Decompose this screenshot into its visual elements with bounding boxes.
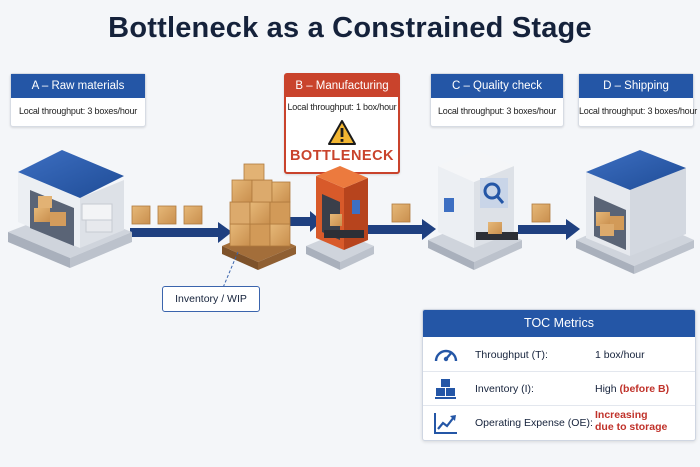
warning-icon [328,120,356,145]
bottleneck-badge: BOTTLENECK [289,148,395,164]
stage-throughput: Local throughput: 3 boxes/hour [437,106,557,116]
stage-title: A – Raw materials [11,74,145,98]
quality-check-station-icon [428,150,522,270]
stage-throughput: Local throughput: 3 boxes/hour [579,106,698,116]
shipping-warehouse-icon [576,150,694,274]
stage-title: B – Manufacturing [286,75,398,97]
inventory-pointer [221,251,239,291]
manufacturing-machine-icon [306,166,374,270]
toc-row-inventory: Inventory (I): High (before B) [423,372,695,406]
process-flow-illustration [8,150,694,291]
flow-arrows [130,211,580,243]
toc-metrics-panel: TOC Metrics Throughput (T): 1 box/hour I… [422,309,696,441]
toc-title: TOC Metrics [423,310,695,337]
moving-box-icons [131,205,203,225]
stage-title: D – Shipping [579,74,693,98]
metric-label: Inventory (I): [475,383,534,395]
page-title: Bottleneck as a Constrained Stage [108,12,592,44]
rising-chart-icon [434,413,457,434]
stage-card-quality-check: C – Quality check Local throughput: 3 bo… [430,73,564,127]
moving-box-icon [531,203,551,223]
raw-materials-warehouse-icon [8,150,132,268]
toc-row-throughput: Throughput (T): 1 box/hour [423,338,695,372]
metric-value: High (before B) [595,383,670,395]
stage-throughput: Local throughput: 3 boxes/hour [18,106,138,116]
stage-throughput: Local throughput: 1 box/hour [287,102,397,112]
metric-label: Operating Expense (OE): [475,417,593,429]
metric-label: Throughput (T): [475,349,548,361]
stage-title: C – Quality check [431,74,563,98]
stage-card-manufacturing: B – Manufacturing Local throughput: 1 bo… [284,73,400,174]
gauge-icon [434,349,458,362]
stage-card-shipping: D – Shipping Local throughput: 3 boxes/h… [578,73,698,127]
inventory-pallet-icon [222,163,296,270]
metric-value: 1 box/hour [595,349,645,361]
boxes-icon [435,379,456,399]
moving-box-icon [391,203,411,223]
inventory-wip-label: Inventory / WIP [162,286,260,312]
stage-card-raw-materials: A – Raw materials Local throughput: 3 bo… [10,73,146,127]
metric-value-note: (before B) [619,383,670,395]
